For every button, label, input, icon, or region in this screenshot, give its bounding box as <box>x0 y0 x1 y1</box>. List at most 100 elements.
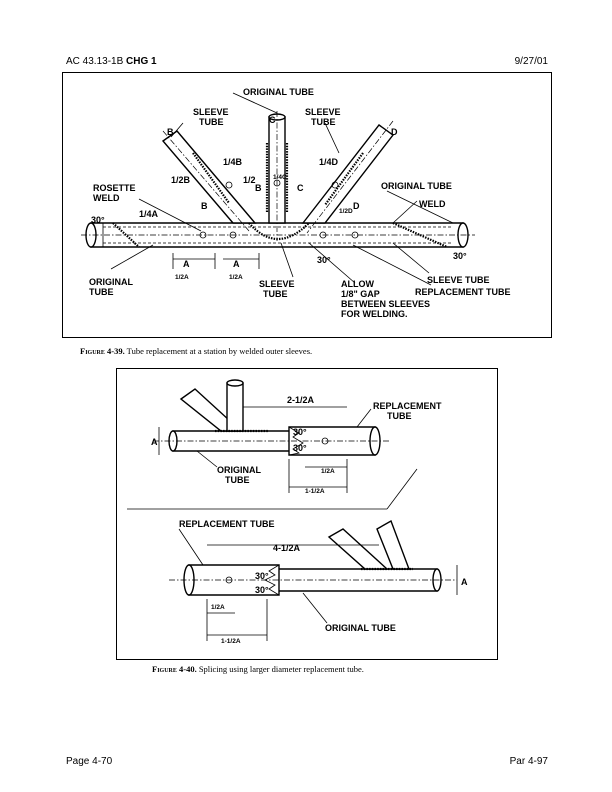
label-2-half-a: 2-1/2A <box>287 395 315 405</box>
figure-4-40-drawing: 2-1/2A REPLACEMENT TUBE A 30° 30° ORIGIN… <box>127 379 468 645</box>
label-sleeve-bottom-1: SLEEVE <box>259 279 295 289</box>
label-top-angle-2: 30° <box>293 443 307 453</box>
figure-4-40-box: 2-1/2A REPLACEMENT TUBE A 30° 30° ORIGIN… <box>116 368 498 660</box>
label-sleeve-left-1: SLEEVE <box>193 107 229 117</box>
figure-4-39-caption: Figure 4-39. Tube replacement at a stati… <box>80 346 312 356</box>
label-b-mid: B <box>255 183 262 193</box>
leader-rosette <box>138 198 202 232</box>
leader-original-bottom <box>110 244 154 270</box>
rosette-hole-1 <box>199 231 207 239</box>
label-rosette-2: WELD <box>93 193 120 203</box>
leader-weld <box>392 200 418 224</box>
bottom-leader-replacement <box>178 528 204 566</box>
figure-4-40-text: Splicing using larger diameter replaceme… <box>196 664 364 674</box>
top-leader-original <box>196 450 218 468</box>
label-a-left: A <box>183 259 190 269</box>
label-bottom-angle-2: 30° <box>255 585 269 595</box>
label-half-b: 1/2B <box>171 175 191 185</box>
label-allow-1: ALLOW <box>341 279 374 289</box>
left-diagonal-centerline <box>162 130 250 232</box>
figure-4-40-caption: Figure 4-40. Splicing using larger diame… <box>152 664 364 674</box>
right-diagonal-centerline <box>306 120 394 234</box>
label-original-tube-top: ORIGINAL TUBE <box>243 87 314 97</box>
leader-original-top <box>232 92 278 114</box>
label-top-half-a: 1/2A <box>321 468 335 475</box>
label-sleeve-bottom-2: TUBE <box>263 289 288 299</box>
leader-sleeve-left <box>170 122 184 138</box>
label-allow-2: 1/8" GAP <box>341 289 380 299</box>
label-sleeve-tube-right-low: SLEEVE TUBE <box>427 275 490 285</box>
label-bottom-one-half-a: 1-1/2A <box>221 638 241 645</box>
label-bottom-replacement: REPLACEMENT TUBE <box>179 519 275 529</box>
label-sleeve-left-2: TUBE <box>199 117 224 127</box>
rosette-hole-4 <box>351 231 359 239</box>
bottom-scarf-cut <box>264 564 280 596</box>
label-bottom-a: A <box>461 577 468 587</box>
label-top-one-half-a: 1-1/2A <box>305 488 325 495</box>
leader-sleeve-right-low <box>392 242 430 274</box>
rosette-hole-6 <box>273 179 281 187</box>
page-number: Page 4-70 <box>66 756 113 767</box>
rosette-hole-7 <box>331 181 339 189</box>
leader-replacement <box>352 244 432 286</box>
figure-4-39-box: ORIGINAL TUBE SLEEVE TUBE SLEEVE TUBE C … <box>62 72 552 338</box>
top-rosette-hole <box>321 437 329 445</box>
label-allow-4: FOR WELDING. <box>341 309 408 319</box>
label-quarter-b: 1/4B <box>223 157 243 167</box>
label-replacement-2: TUBE <box>387 411 412 421</box>
label-sleeve-right-2: TUBE <box>311 117 336 127</box>
figure-4-39-drawing: ORIGINAL TUBE SLEEVE TUBE SLEEVE TUBE C … <box>81 87 511 319</box>
label-angle-30-right: 30° <box>453 251 467 261</box>
connector-line-2 <box>386 468 418 510</box>
label-a-right: A <box>233 259 240 269</box>
label-sleeve-right-1: SLEEVE <box>305 107 341 117</box>
change-number: CHG 1 <box>126 56 157 67</box>
leader-allow <box>308 242 356 284</box>
label-bottom-half-a: 1/2A <box>211 604 225 611</box>
label-replacement-1: REPLACEMENT <box>373 401 442 411</box>
right-diagonal-tube <box>301 124 394 224</box>
bottom-leader-original <box>302 592 328 624</box>
label-quarter-d: 1/4D <box>319 157 339 167</box>
bottom-second-tube <box>376 519 411 570</box>
left-sleeve-weld <box>192 152 230 204</box>
label-original-bottom-2: TUBE <box>89 287 114 297</box>
rosette-hole-5 <box>225 181 233 189</box>
label-c-top: C <box>269 115 276 125</box>
page-header-date: 9/27/01 <box>514 56 548 67</box>
label-top-original-2: TUBE <box>225 475 250 485</box>
document-number: AC 43.13-1B <box>66 56 127 67</box>
page-header-left: AC 43.13-1B CHG 1 <box>66 56 157 67</box>
label-top-a: A <box>151 437 158 447</box>
label-angle-30-left: 30° <box>91 215 105 225</box>
label-half-c: 1/2 <box>243 175 256 185</box>
label-b-top: B <box>167 127 174 137</box>
leader-sleeve-right <box>324 122 340 154</box>
label-original-tube-right: ORIGINAL TUBE <box>381 181 452 191</box>
label-4-half-a: 4-1/2A <box>273 543 301 553</box>
label-bottom-angle-1: 30° <box>255 571 269 581</box>
label-c-mid: C <box>297 183 304 193</box>
figure-4-39-number: Figure 4-39. <box>80 346 125 356</box>
label-top-original-1: ORIGINAL <box>217 465 262 475</box>
label-angle-30-mid: 30° <box>317 255 331 265</box>
label-half-a-right: 1/2A <box>229 274 243 281</box>
label-weld: WELD <box>419 199 446 209</box>
bottom-rosette-hole <box>225 576 233 584</box>
top-vertical-end <box>226 379 244 387</box>
label-half-d: 1/2D <box>339 208 353 215</box>
figure-4-39-text: Tube replacement at a station by welded … <box>124 346 313 356</box>
rosette-hole-2 <box>229 231 237 239</box>
right-scarf-weld <box>392 221 448 249</box>
label-d-mid: D <box>353 201 360 211</box>
left-diagonal-tube <box>161 130 257 224</box>
label-bottom-original: ORIGINAL TUBE <box>325 623 396 633</box>
paragraph-reference: Par 4-97 <box>509 756 548 767</box>
label-replacement-tube: REPLACEMENT TUBE <box>415 287 511 297</box>
left-scarf-weld <box>112 222 140 248</box>
label-quarter-a: 1/4A <box>139 209 159 219</box>
top-vertical-tube <box>226 382 244 432</box>
label-quarter-c: 1/4C <box>273 174 287 181</box>
label-original-bottom-1: ORIGINAL <box>89 277 134 287</box>
label-allow-3: BETWEEN SLEEVES <box>341 299 430 309</box>
